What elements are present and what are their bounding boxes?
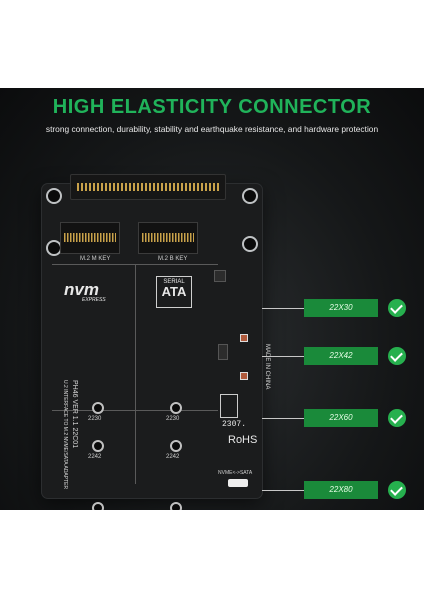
- callout-line: [262, 490, 304, 491]
- standoff-hole: [92, 402, 104, 414]
- divider: [52, 410, 218, 411]
- product-image: HIGH ELASTICITY CONNECTOR strong connect…: [0, 88, 424, 510]
- standoff-hole: [170, 402, 182, 414]
- size-label: 2230: [88, 416, 102, 422]
- adapter-board: M.2 M KEY M.2 B KEY nvm EXPRESS SERIAL A…: [42, 174, 270, 510]
- standoff-hole: [170, 502, 182, 510]
- page-title: HIGH ELASTICITY CONNECTOR: [52, 96, 372, 118]
- led: [240, 372, 248, 380]
- size-label: 2242: [88, 454, 102, 460]
- mode-switch: [228, 479, 248, 487]
- size-tag: 22X60: [304, 409, 378, 427]
- center-divider: [135, 264, 136, 484]
- rohs-mark: RoHS: [228, 434, 258, 446]
- led: [240, 334, 248, 342]
- page-subtitle: strong connection, durability, stability…: [45, 124, 379, 134]
- size-label: 2230: [166, 416, 180, 422]
- mount-hole: [242, 236, 258, 252]
- component: [218, 344, 228, 360]
- made-in-text: MADE IN CHINA: [264, 344, 270, 390]
- mount-hole: [46, 188, 62, 204]
- callout-line: [262, 418, 304, 419]
- component: [214, 270, 226, 282]
- size-tag: 22X42: [304, 347, 378, 365]
- u2-connector: [70, 174, 226, 200]
- mount-hole: [242, 188, 258, 204]
- standoff-hole: [170, 440, 182, 452]
- m2-m-key-slot: [60, 222, 120, 254]
- size-label: 2242: [166, 454, 180, 460]
- model-subtext: U.2 INTERFACE TO M.2 NVME/SATA ADAPTER: [62, 380, 68, 490]
- nvm-logo: nvm: [64, 280, 99, 299]
- check-icon: [388, 481, 406, 499]
- slot-right-label: M.2 B KEY: [158, 256, 188, 262]
- weee-bin-icon: [220, 394, 238, 418]
- callout-line: [262, 356, 304, 357]
- slot-left-label: M.2 M KEY: [80, 256, 111, 262]
- check-icon: [388, 299, 406, 317]
- divider: [52, 264, 218, 265]
- model-text: PH46 VER 1.1 22C01: [71, 380, 78, 449]
- size-tag: 22X30: [304, 299, 378, 317]
- switch-label: NVME<->SATA: [218, 470, 253, 476]
- m2-b-key-slot: [138, 222, 198, 254]
- callout-line: [262, 308, 304, 309]
- standoff-hole: [92, 440, 104, 452]
- standoff-hole: [92, 502, 104, 510]
- size-tag: 22X80: [304, 481, 378, 499]
- serial-ata-logo: SERIAL ATA: [156, 276, 192, 308]
- nvm-express-text: EXPRESS: [82, 297, 106, 303]
- check-icon: [388, 347, 406, 365]
- date-code: 2307.: [222, 420, 247, 429]
- check-icon: [388, 409, 406, 427]
